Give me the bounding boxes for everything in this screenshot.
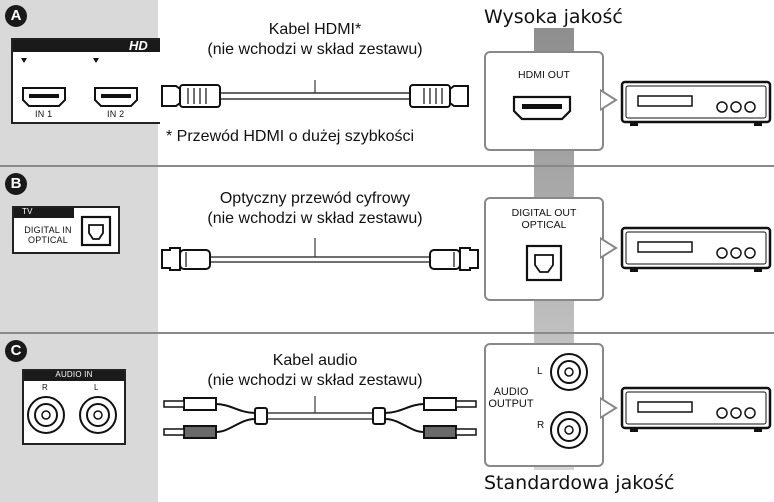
hdmi-cable <box>161 80 469 108</box>
audio-out-jacks-graphic <box>550 353 588 449</box>
section-b-badge: B <box>5 173 27 195</box>
audio-cable <box>163 396 477 439</box>
audio-out-l-label: L <box>537 366 543 377</box>
high-quality-label: Wysoka jakość <box>484 6 623 28</box>
hdmi-footnote: * Przewód HDMI o dużej szybkości <box>166 128 415 145</box>
audio-output-line1: AUDIO <box>493 386 529 398</box>
digital-out-label: DIGITAL OUT OPTICAL <box>486 207 602 231</box>
receiver-device-a <box>620 80 772 126</box>
receiver-device-c <box>620 386 772 432</box>
section-c-badge: C <box>5 340 27 362</box>
digital-in-optical-label: DIGITAL IN OPTICAL <box>18 225 78 245</box>
digital-out-line2: OPTICAL <box>521 219 567 231</box>
audio-in-r-label: R <box>42 383 48 392</box>
optical-cable-title: Optyczny przewód cyfrowy <box>219 190 411 207</box>
audio-output-line2: OUTPUT <box>488 398 534 410</box>
section-a-badge: A <box>5 5 27 27</box>
output-devices <box>600 80 772 432</box>
audio-in-header <box>24 371 124 381</box>
hdmi-cable-title: Kabel HDMI* <box>268 21 362 38</box>
tv-label: TV <box>22 207 33 216</box>
section-separator <box>0 332 774 334</box>
hdmi-logo-text: HD <box>129 38 148 53</box>
audio-cable-title: Kabel audio <box>272 352 358 369</box>
audio-in-l-label: L <box>94 383 99 392</box>
hdmi-cable-subtitle: (nie wchodzi w skład zestawu) <box>207 41 423 58</box>
hdmi-ports-graphic <box>21 58 138 107</box>
tv-hdmi-header <box>13 40 160 52</box>
section-separator <box>0 165 774 167</box>
optical-cable-subtitle: (nie wchodzi w skład zestawu) <box>207 210 423 227</box>
standard-quality-label: Standardowa jakość <box>484 472 675 494</box>
optical-cable <box>161 238 479 271</box>
tv-hdmi-panel: HD IN 1 IN 2 <box>11 38 160 124</box>
tv-optical-header <box>14 208 74 218</box>
audio-output-label: AUDIO OUTPUT <box>486 386 536 410</box>
audio-out-r-label: R <box>537 420 545 431</box>
tv-audio-in-panel: AUDIO IN R L <box>22 369 126 445</box>
hdmi-out-label: HDMI OUT <box>518 69 570 81</box>
audio-in-label: AUDIO IN <box>55 370 93 379</box>
tv-optical-panel: TV DIGITAL IN OPTICAL <box>12 206 120 254</box>
device-arrow-a <box>600 88 618 112</box>
audio-cable-subtitle: (nie wchodzi w skład zestawu) <box>207 372 423 389</box>
device-arrow-b <box>600 236 618 260</box>
optical-in-port-icon <box>80 215 112 247</box>
digital-in-line1: DIGITAL IN <box>24 225 72 235</box>
receiver-device-b <box>620 226 772 272</box>
device-arrow-c <box>600 396 618 420</box>
hdmi-port-in1-label: IN 1 <box>35 109 53 119</box>
digital-out-line1: DIGITAL OUT <box>511 207 577 219</box>
audio-in-jacks-graphic <box>27 396 117 434</box>
hdmi-out-port-icon <box>512 95 572 121</box>
digital-in-line2: OPTICAL <box>28 235 68 245</box>
optical-out-port-icon <box>525 244 563 282</box>
hdmi-port-in2-label: IN 2 <box>107 109 125 119</box>
